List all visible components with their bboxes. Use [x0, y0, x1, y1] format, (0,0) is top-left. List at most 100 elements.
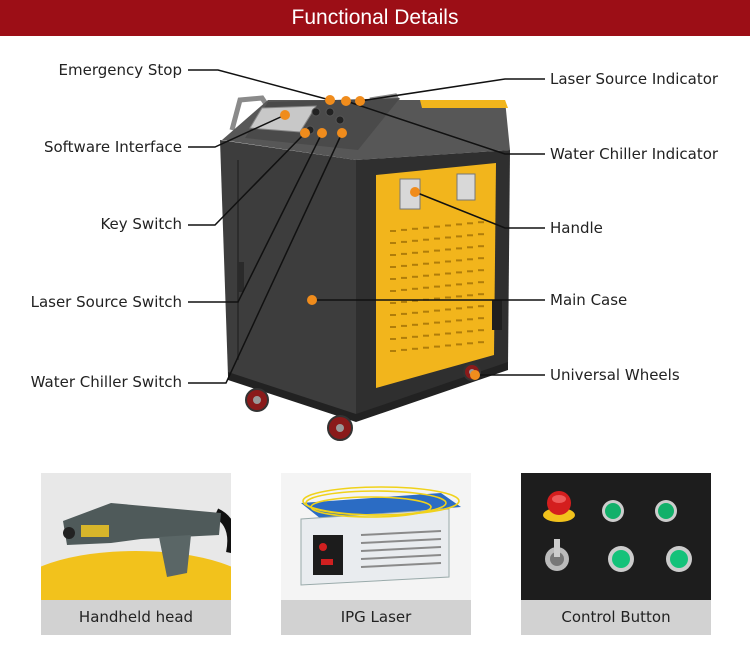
page-title: Functional Details [291, 6, 459, 29]
vent-hole [412, 239, 418, 242]
vent-hole [478, 341, 484, 344]
vent-hole [401, 264, 407, 267]
yellow-drum [41, 551, 231, 600]
vent-hole [445, 224, 451, 227]
vent-hole [423, 346, 429, 349]
key-switch-icon [545, 539, 569, 571]
fiber-coil [302, 486, 460, 518]
vent-hole [456, 331, 462, 334]
vent-hole [478, 281, 484, 284]
vent-hole [390, 242, 396, 244]
ipg-laser-card: IPG Laser [281, 473, 471, 635]
vent-hole [412, 299, 418, 302]
vent-hole [401, 240, 407, 243]
vent-holes [390, 221, 484, 352]
universal-wheels-label: Universal Wheels [550, 366, 680, 384]
vent-hole [456, 247, 462, 250]
vent-hole [390, 326, 396, 328]
vent-hole [390, 266, 396, 268]
vent-hole [434, 249, 440, 252]
vent-hole [390, 350, 396, 352]
vent-hole [445, 272, 451, 275]
key-switch-label: Key Switch [100, 215, 182, 233]
vent-hole [390, 230, 396, 232]
vent-hole [467, 294, 473, 297]
vent-hole [390, 290, 396, 292]
vent-hole [456, 283, 462, 286]
vent-hole [467, 306, 473, 309]
vent-hole [412, 287, 418, 290]
vent-hole [401, 276, 407, 279]
handheld-head-caption: Handheld head [41, 600, 231, 635]
vent-hole [478, 221, 484, 224]
vent-hole [434, 261, 440, 264]
vent-hole [478, 305, 484, 308]
vent-hole [478, 233, 484, 236]
vent-hole [456, 319, 462, 322]
vent-hole [390, 254, 396, 256]
vent-hole [412, 335, 418, 338]
vent-hole [478, 317, 484, 320]
vent-hole [412, 263, 418, 266]
vent-hole [423, 310, 429, 313]
vent-hole [401, 228, 407, 231]
vent-hole [456, 271, 462, 274]
vent-hole [423, 250, 429, 253]
vent-hole [456, 343, 462, 346]
main-case-label: Main Case [550, 291, 628, 309]
vent-hole [434, 237, 440, 240]
vent-hole [412, 311, 418, 314]
control-button-photo [521, 473, 711, 600]
emergency-stop-label: Emergency Stop [58, 61, 182, 79]
handheld-head-photo [41, 473, 231, 600]
laser-source-indicator-label: Laser Source Indicator [550, 70, 719, 88]
vent-hole [445, 260, 451, 263]
leader-lines [188, 69, 545, 384]
vent-hole [390, 314, 396, 316]
vent-hole [434, 225, 440, 228]
side-handle-right [456, 173, 476, 201]
water-chiller-switch-label: Water Chiller Switch [30, 373, 182, 391]
vent-hole [467, 246, 473, 249]
vent-hole [434, 345, 440, 348]
page-title-banner: Functional Details [0, 0, 750, 36]
handle-label: Handle [550, 219, 603, 237]
vent-hole [412, 323, 418, 326]
vent-hole [445, 236, 451, 239]
vent-hole [467, 222, 473, 225]
vent-hole [390, 302, 396, 304]
callout-dots [280, 95, 480, 380]
vent-hole [467, 234, 473, 237]
vent-hole [467, 342, 473, 345]
software-interface-label: Software Interface [43, 138, 182, 156]
vent-hole [456, 307, 462, 310]
emergency-stop-button-icon [543, 491, 575, 522]
vent-hole [412, 275, 418, 278]
vent-hole [423, 226, 429, 229]
laser-cleaner-machine-illustration [188, 69, 545, 441]
vent-hole [423, 262, 429, 265]
vent-hole [445, 296, 451, 299]
vent-hole [478, 293, 484, 296]
vent-hole [401, 336, 407, 339]
vent-hole [423, 334, 429, 337]
control-button-card: Control Button [521, 473, 711, 635]
vent-hole [478, 245, 484, 248]
vent-hole [445, 308, 451, 311]
water-chiller-indicator-label: Water Chiller Indicator [550, 145, 719, 163]
ipg-laser-photo [281, 473, 471, 600]
vent-hole [401, 312, 407, 315]
vent-hole [401, 300, 407, 303]
vent-hole [423, 238, 429, 241]
vent-hole [401, 348, 407, 351]
vent-hole [467, 270, 473, 273]
universal-wheel [245, 363, 481, 441]
vent-hole [478, 329, 484, 332]
vent-hole [478, 257, 484, 260]
vent-hole [445, 284, 451, 287]
vent-hole [423, 274, 429, 277]
vent-hole [434, 321, 440, 324]
vent-hole [445, 332, 451, 335]
ipg-laser-caption: IPG Laser [281, 600, 471, 635]
vent-hole [445, 248, 451, 251]
